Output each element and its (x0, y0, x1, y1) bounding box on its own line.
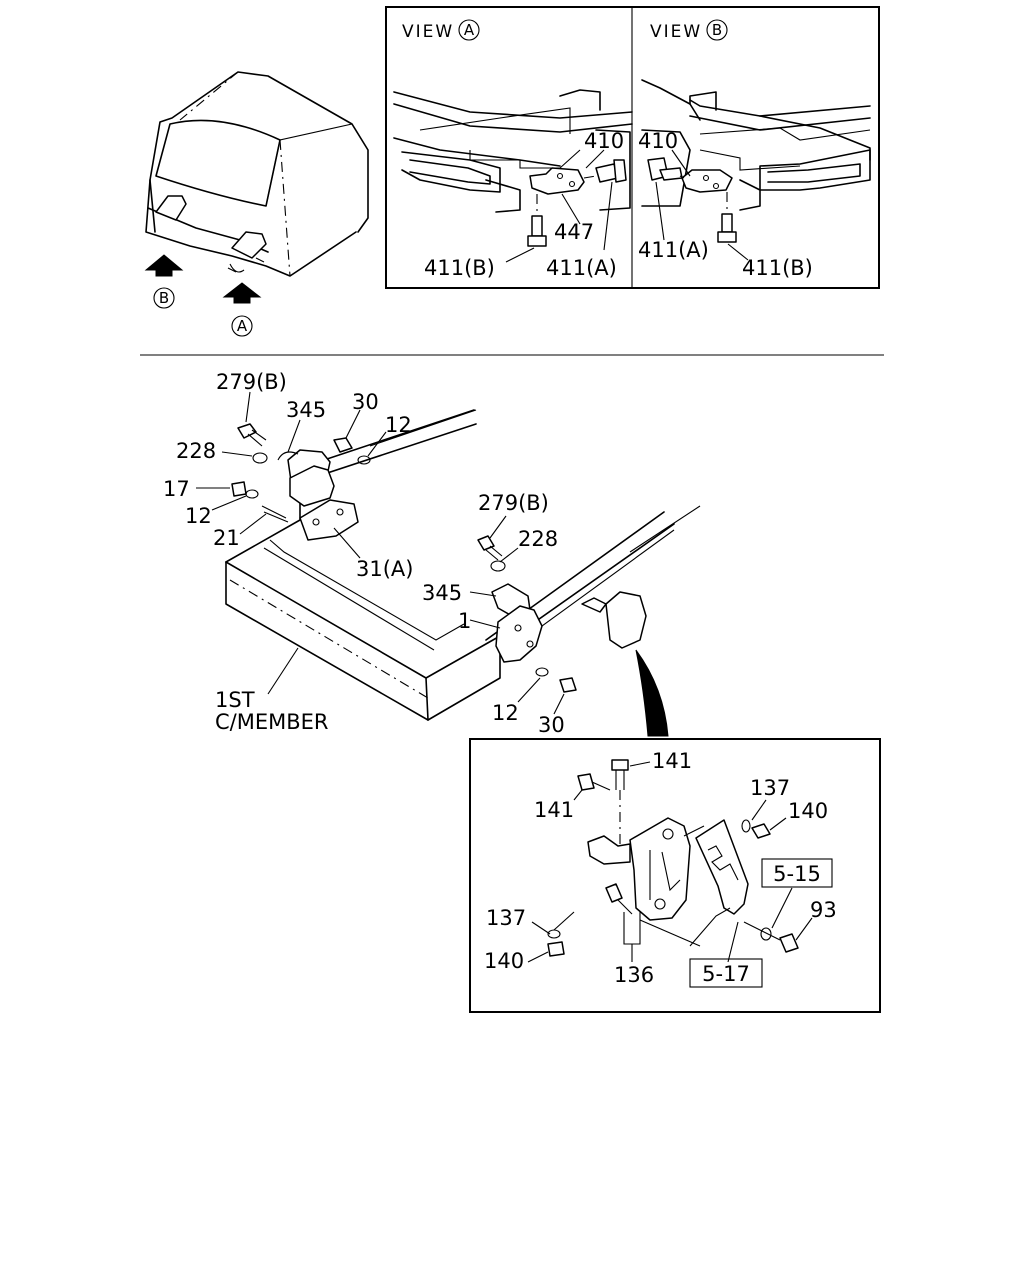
label-30-left: 30 (352, 390, 379, 414)
label-c-member: C/MEMBER (215, 710, 329, 734)
detail-pointer-icon (635, 649, 669, 737)
label-411b-view-b: 411(B) (742, 256, 813, 280)
label-447-view-a: 447 (554, 220, 594, 244)
label-228-left: 228 (176, 439, 216, 463)
label-137-bottom: 137 (486, 906, 526, 930)
label-228-right: 228 (518, 527, 558, 551)
label-21: 21 (213, 526, 240, 550)
label-30-bottom: 30 (538, 713, 565, 737)
arrow-b-icon (144, 254, 184, 277)
label-137-top: 137 (750, 776, 790, 800)
ref-5-17: 5-17 (702, 962, 750, 986)
label-93: 93 (810, 898, 837, 922)
label-1: 1 (458, 609, 471, 633)
label-345-right: 345 (422, 581, 462, 605)
label-141-left: 141 (534, 798, 574, 822)
label-140-top: 140 (788, 799, 828, 823)
label-411a-view-b: 411(A) (638, 238, 709, 262)
label-279b-left: 279(B) (216, 370, 287, 394)
label-17: 17 (163, 477, 190, 501)
arrow-a-icon (222, 282, 262, 304)
arrow-a-letter: A (237, 317, 248, 335)
view-b-panel: VIEW B 410 411 (638, 19, 871, 280)
label-1st: 1ST (215, 688, 255, 712)
label-345-left: 345 (286, 398, 326, 422)
label-411b-view-a: 411(B) (424, 256, 495, 280)
ref-5-15-box (761, 858, 833, 888)
label-12-left: 12 (185, 504, 212, 528)
view-b-marker-circle (706, 19, 728, 41)
view-a-panel: VIEW A 410 447 (393, 19, 633, 280)
ref-5-15: 5-15 (773, 862, 821, 886)
marker-b-circle (153, 287, 175, 309)
view-panels: VIEW A 410 447 (385, 6, 880, 289)
label-411a-view-a: 411(A) (546, 256, 617, 280)
view-a-marker: A (464, 21, 475, 39)
view-b-title: VIEW (650, 22, 702, 42)
label-279b-right: 279(B) (478, 491, 549, 515)
detail-panel: 141 141 137 140 5-15 93 137 140 136 5-17 (469, 738, 881, 1013)
detail-frame (469, 738, 881, 1013)
label-410-view-a: 410 (584, 129, 624, 153)
label-31a: 31(A) (356, 557, 413, 581)
arrow-b-letter: B (159, 289, 169, 307)
label-140-bottom: 140 (484, 949, 524, 973)
ref-5-17-box (689, 958, 763, 988)
label-136: 136 (614, 963, 654, 987)
label-12-right-top: 12 (385, 413, 412, 437)
label-410-view-b: 410 (638, 129, 678, 153)
cab-overview: B A (144, 71, 369, 337)
view-a-marker-circle (458, 19, 480, 41)
main-exploded-view: 1ST C/MEMBER 279(B) 345 30 12 228 17 12 … (163, 370, 701, 737)
label-141-top: 141 (652, 749, 692, 773)
view-b-marker: B (712, 21, 722, 39)
view-a-title: VIEW (402, 22, 454, 42)
marker-a-circle (231, 315, 253, 337)
label-12-bottom: 12 (492, 701, 519, 725)
